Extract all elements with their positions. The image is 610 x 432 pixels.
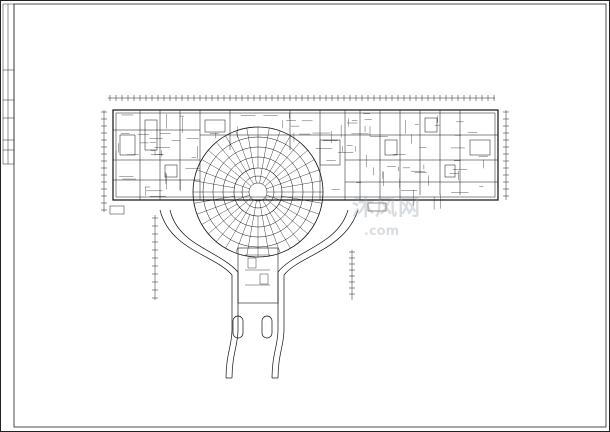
rotunda-spoke [193,180,235,189]
lower-funnel-structure [159,209,359,304]
rotunda-spoke [235,214,250,254]
rotunda-spoke [208,207,240,234]
rotunda-spoke [269,212,291,249]
rotunda-spoke [246,215,255,257]
rotunda-spoke [235,130,250,170]
rotunda-inner-spoke [239,197,252,208]
rotunda-inner-spoke [253,168,257,184]
rotunda-spoke [273,142,300,174]
rotunda-spoke [266,130,281,170]
rotunda-inner-spoke [266,183,281,190]
rotunda-spoke [280,169,320,184]
rotunda-spoke [266,214,281,254]
annotation-boxes [109,202,387,215]
rotunda-spoke [276,207,308,234]
rotunda-inner-spoke [245,171,254,185]
rotunda-spoke [216,142,243,174]
rotunda-spoke [201,159,238,181]
inner-frame [13,3,607,428]
rotunda-spoke [278,159,315,181]
building-outline [112,109,499,201]
rotunda-spoke [280,200,320,215]
rotunda-inner-spoke [262,199,271,213]
rotunda-spoke [196,200,236,215]
rotunda-inner-spoke [239,176,252,187]
central-block-rooms [199,110,346,200]
rotunda-spoke [273,210,300,242]
rotunda-inner-spoke [264,197,277,208]
rotunda-inner-spoke [262,171,271,185]
right-wing-rooms [345,110,498,200]
rotunda-inner-spoke [245,199,254,213]
rotunda-spoke [225,212,247,249]
rotunda-inner-spoke [264,176,277,187]
rotunda-spoke [225,135,247,172]
rotunda-spoke [276,150,308,177]
left-dimension-chain [101,110,158,300]
rotunda-spoke [269,135,291,172]
rotunda-spoke [196,169,236,184]
rotunda-inner-spoke [253,200,257,216]
rotunda-spoke [261,215,270,257]
lower-ramps [225,300,285,379]
left-wing-rooms [113,110,200,200]
rotunda-inner-spoke [259,200,263,216]
title-strip [2,3,15,165]
rotunda-inner-spoke [266,194,281,201]
rotunda-spoke [246,127,255,169]
rotunda-spoke [216,210,243,242]
rotunda-spoke [278,203,315,225]
rotunda-spoke [281,180,323,189]
rotunda-spoke [201,203,238,225]
main-building-plan [112,109,499,210]
rotunda-spoke [193,195,235,204]
rotunda-inner-spoke [235,194,250,201]
central-corridor [237,247,279,304]
rotunda-spoke [261,127,270,169]
right-dimension-chain [349,110,509,300]
rotunda-spoke [208,150,240,177]
rotunda-inner-spoke [235,183,250,190]
rotunda [192,126,324,258]
top-dimension-line [108,95,495,101]
rotunda-inner-spoke [259,168,263,184]
rotunda-spoke [281,195,323,204]
